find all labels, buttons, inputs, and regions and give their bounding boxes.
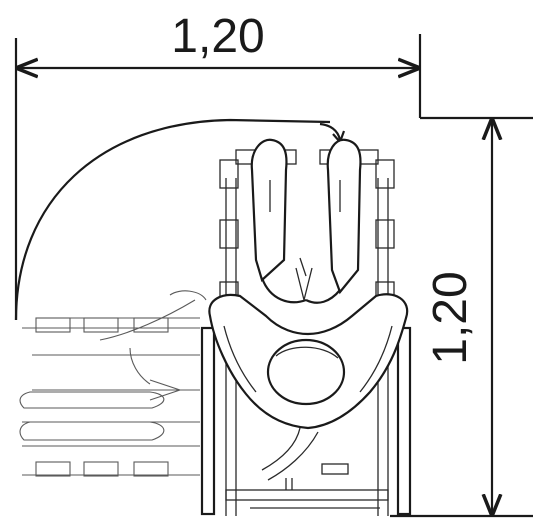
vertical-dimension: 1,20 [390,116,533,518]
vertical-dimension-label: 1,20 [424,271,477,364]
wheelchair-user-top-view-icon [200,138,412,516]
wheelchair-ghost-rotated [19,290,207,477]
horizontal-dimension-label: 1,20 [171,10,264,63]
head [266,338,346,406]
horizontal-dimension: 1,20 [14,10,422,320]
